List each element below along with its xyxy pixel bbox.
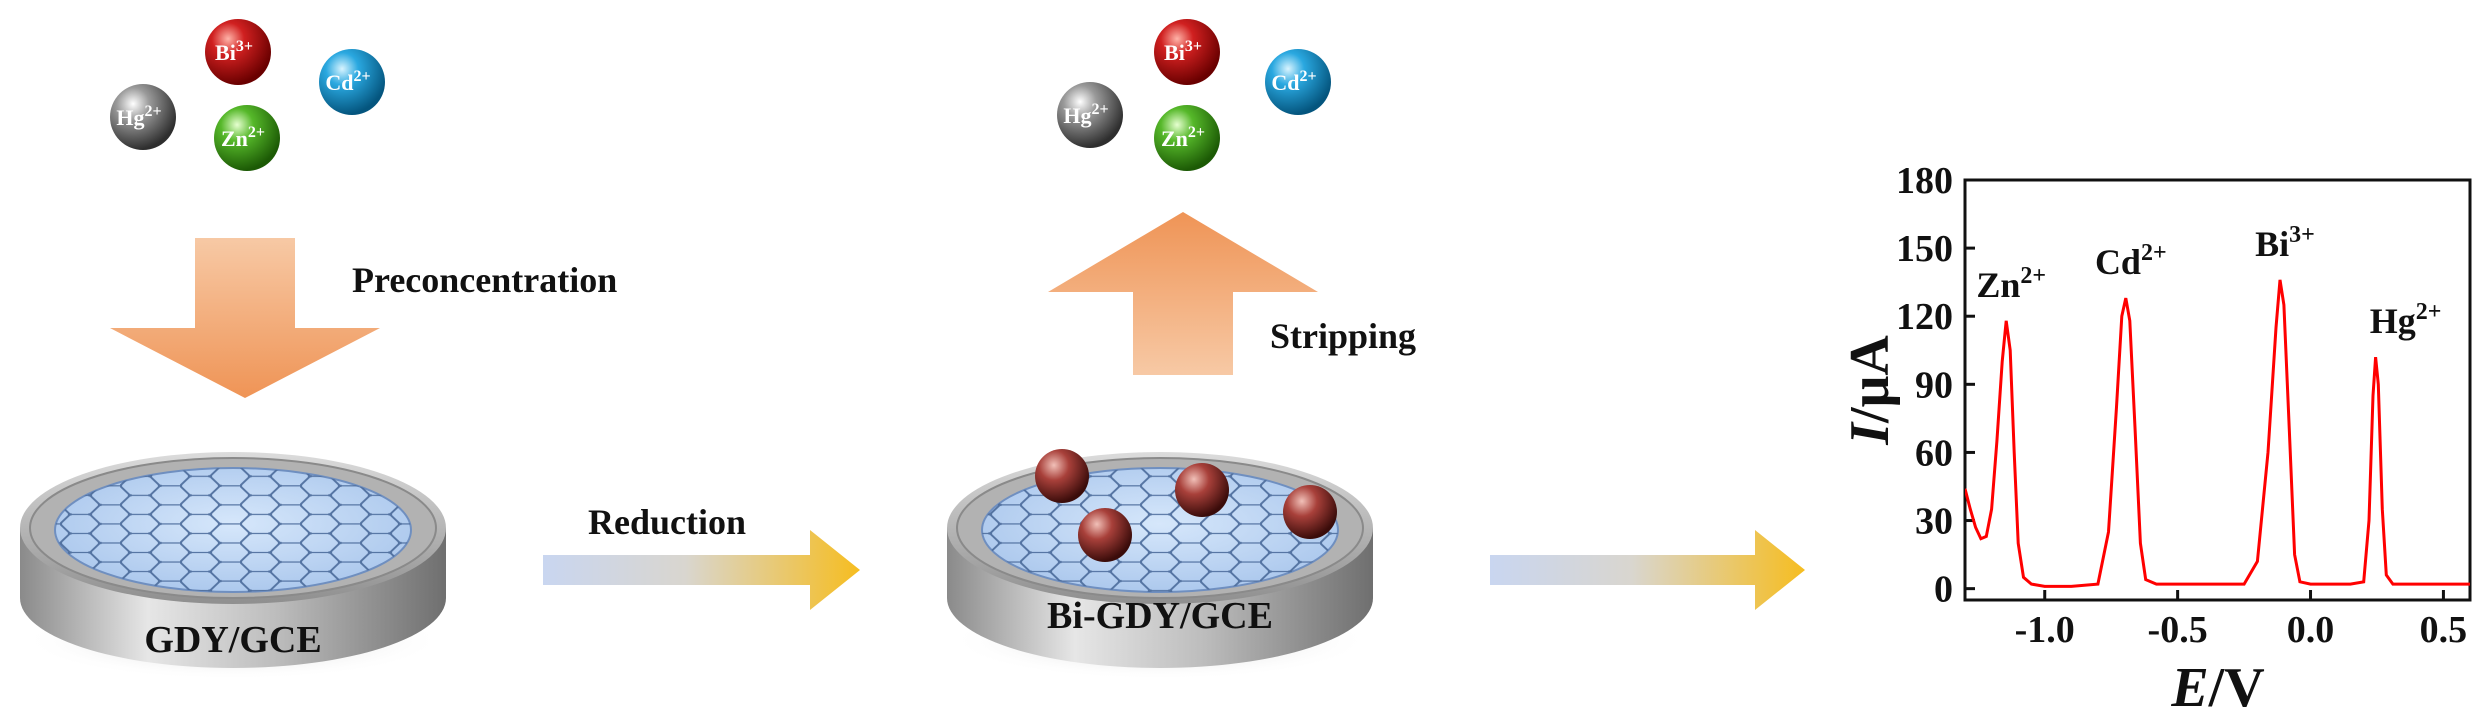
preconcentration-label: Preconcentration <box>352 260 617 300</box>
peak-label-ion: Bi <box>2255 224 2289 264</box>
x-tick-label: 0.5 <box>2420 609 2468 651</box>
cd-ion-sphere-1: Cd2+ <box>319 49 385 115</box>
bi-nanoparticle <box>1175 463 1229 517</box>
gdy-mesh-layer <box>54 467 412 593</box>
svg-text:Zn2+: Zn2+ <box>221 124 265 151</box>
y-axis-label-unit: /μA <box>1839 335 1901 424</box>
reduction-arrow <box>543 530 860 610</box>
peak-label-charge: 2+ <box>2141 240 2167 266</box>
svg-text:Cd2+: Cd2+ <box>1271 68 1316 95</box>
ion-symbol: Cd <box>325 70 353 95</box>
reduction-label: Reduction <box>588 502 746 542</box>
peak-label-zn: Zn2+ <box>1976 263 2046 305</box>
ion-symbol: Bi <box>1164 40 1185 65</box>
svg-text:Bi3+: Bi3+ <box>1164 38 1202 65</box>
ion-charge: 2+ <box>248 124 265 141</box>
ion-group-2: Bi3+ Cd2+ Hg2+ Zn2+ <box>1057 19 1331 171</box>
plot-frame <box>1963 178 2472 602</box>
ion-charge: 3+ <box>236 38 253 55</box>
cd-ion-sphere-2: Cd2+ <box>1265 49 1331 115</box>
hg-ion-sphere-1: Hg2+ <box>110 84 176 150</box>
peak-label-charge: 2+ <box>2416 299 2442 325</box>
ion-symbol: Bi <box>215 40 236 65</box>
peak-labels: Zn2+Cd2+Bi3+Hg2+ <box>1976 222 2441 341</box>
peak-label-ion: Hg <box>2370 301 2416 341</box>
y-axis-ticks: 0 30 60 90 120 150 180 <box>1896 160 1975 611</box>
ion-charge: 3+ <box>1185 38 1202 55</box>
y-axis-label-symbol: I <box>1839 421 1901 446</box>
ion-charge: 2+ <box>1188 124 1205 141</box>
ion-symbol: Hg <box>1063 103 1091 128</box>
peak-label-bi: Bi3+ <box>2255 222 2315 264</box>
bi-nanoparticle <box>1283 485 1337 539</box>
zn-ion-sphere-1: Zn2+ <box>214 105 280 171</box>
x-axis-label-unit: /V <box>2208 657 2265 719</box>
gdy-gce-label: GDY/GCE <box>144 619 321 661</box>
ion-symbol: Zn <box>1161 126 1188 151</box>
ion-symbol: Zn <box>221 126 248 151</box>
ion-group-1: Bi3+ Cd2+ Hg2+ Zn2+ <box>110 19 385 171</box>
bi-nanoparticles <box>1035 449 1337 562</box>
stripping-label: Stripping <box>1270 316 1416 356</box>
ion-charge: 2+ <box>1300 68 1317 85</box>
peak-label-charge: 2+ <box>2020 263 2046 289</box>
ion-symbol: Hg <box>116 105 144 130</box>
bi-ion-sphere-2: Bi3+ <box>1154 19 1220 85</box>
x-axis-label-symbol: E <box>2170 657 2208 719</box>
peak-label-ion: Zn <box>1976 265 2020 305</box>
bi-ion-sphere-1: Bi3+ <box>205 19 271 85</box>
y-tick-label: 90 <box>1915 364 1953 406</box>
ion-charge: 2+ <box>1092 101 1109 118</box>
x-axis-label: E/V <box>2170 657 2264 719</box>
to-chart-arrow <box>1490 530 1805 610</box>
svg-text:Bi3+: Bi3+ <box>215 38 253 65</box>
bi-gdy-gce-electrode: Bi-GDY/GCE <box>947 449 1373 680</box>
x-tick-label: -0.5 <box>2148 609 2208 651</box>
svg-text:Hg2+: Hg2+ <box>1063 101 1108 128</box>
ion-symbol: Cd <box>1271 70 1299 95</box>
y-tick-label: 120 <box>1896 296 1953 338</box>
peak-label-hg: Hg2+ <box>2370 299 2442 341</box>
ion-charge: 2+ <box>145 103 162 120</box>
svg-text:Zn2+: Zn2+ <box>1161 124 1205 151</box>
bi-nanoparticle <box>1078 508 1132 562</box>
gdy-gce-electrode: GDY/GCE <box>20 452 446 680</box>
svg-text:Cd2+: Cd2+ <box>325 68 370 95</box>
peak-label-cd: Cd2+ <box>2095 240 2167 282</box>
y-tick-label: 30 <box>1915 501 1953 543</box>
hg-ion-sphere-2: Hg2+ <box>1057 82 1123 148</box>
stripping-arrow <box>1048 212 1318 375</box>
bi-nanoparticle <box>1035 449 1089 503</box>
peak-label-ion: Cd <box>2095 242 2141 282</box>
x-tick-label: -1.0 <box>2015 609 2075 651</box>
y-tick-label: 60 <box>1915 432 1953 474</box>
current-curve <box>1965 279 2470 588</box>
x-axis-ticks: -1.0 -0.5 0.0 0.5 <box>2015 590 2468 651</box>
x-tick-label: 0.0 <box>2287 609 2335 651</box>
y-tick-label: 0 <box>1934 569 1953 611</box>
y-axis-label: I/μA <box>1839 335 1901 446</box>
y-tick-label: 180 <box>1896 160 1953 202</box>
svg-text:Hg2+: Hg2+ <box>116 103 161 130</box>
peak-label-charge: 3+ <box>2289 222 2315 248</box>
preconcentration-arrow <box>110 238 380 398</box>
y-tick-label: 150 <box>1896 228 1953 270</box>
zn-ion-sphere-2: Zn2+ <box>1154 105 1220 171</box>
bi-gdy-gce-label: Bi-GDY/GCE <box>1047 595 1273 637</box>
ion-charge: 2+ <box>354 68 371 85</box>
